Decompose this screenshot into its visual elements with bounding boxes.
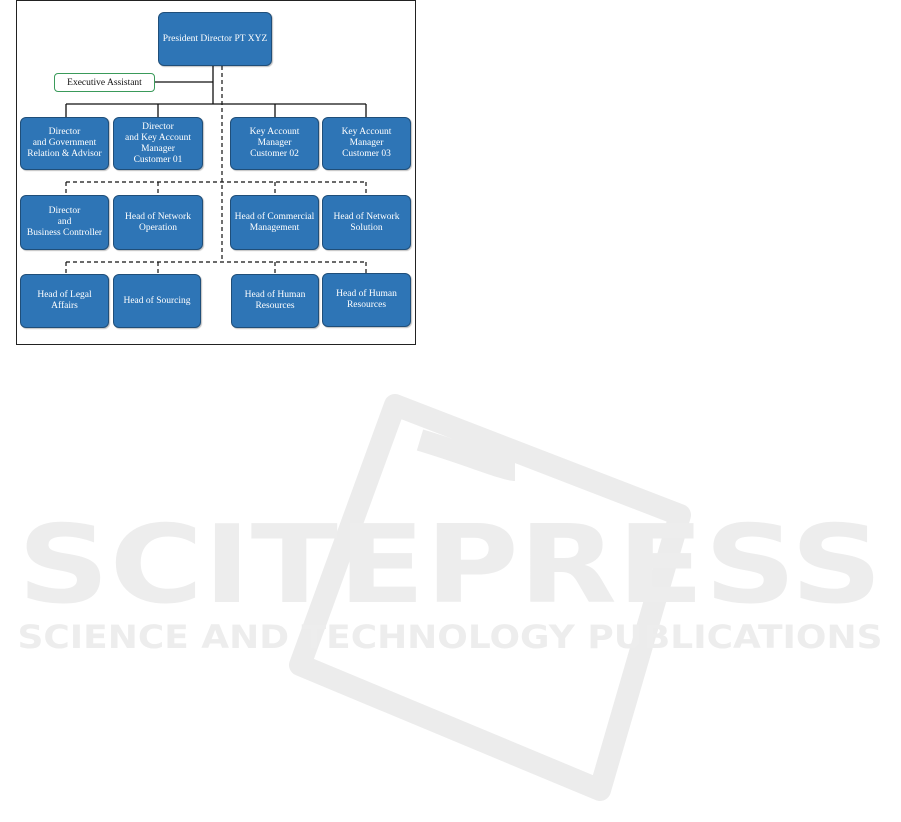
watermark-subtitle: SCIENCE AND TECHNOLOGY PUBLICATIONS bbox=[18, 618, 883, 656]
node-head-human-resources-2: Head of Human Resources bbox=[322, 273, 411, 327]
node-president-director: President Director PT XYZ bbox=[158, 12, 272, 66]
node-key-account-02: Key Account Manager Customer 02 bbox=[230, 117, 319, 170]
node-head-commercial-management: Head of Commercial Management bbox=[230, 195, 319, 250]
org-chart-frame bbox=[16, 0, 416, 345]
node-head-network-operation: Head of Network Operation bbox=[113, 195, 203, 250]
watermark-book-logo bbox=[289, 394, 691, 801]
node-head-legal-affairs: Head of Legal Affairs bbox=[20, 274, 109, 328]
node-head-human-resources-1: Head of Human Resources bbox=[231, 274, 319, 328]
node-executive-assistant: Executive Assistant bbox=[54, 73, 155, 92]
node-head-network-solution: Head of Network Solution bbox=[322, 195, 411, 250]
node-key-account-03: Key Account Manager Customer 03 bbox=[322, 117, 411, 170]
watermark-title: SCITEPRESS bbox=[18, 503, 883, 628]
node-director-key-account-01: Director and Key Account Manager Custome… bbox=[113, 117, 203, 170]
node-head-sourcing: Head of Sourcing bbox=[113, 274, 201, 328]
node-director-business-controller: Director and Business Controller bbox=[20, 195, 109, 250]
node-director-government-relation: Director and Government Relation & Advis… bbox=[20, 117, 109, 170]
